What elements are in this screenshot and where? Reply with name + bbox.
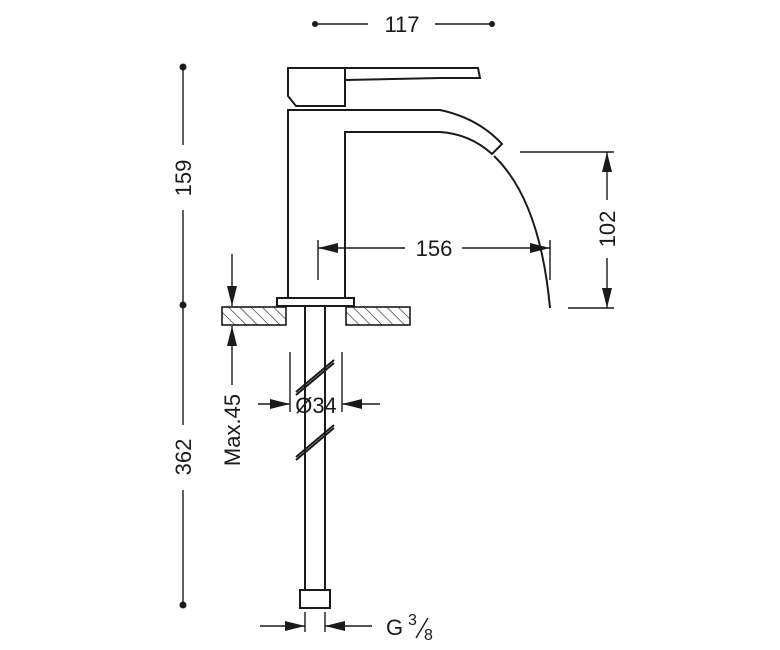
thread-connector [299, 589, 331, 609]
dimension-label-d34: Ø34 [295, 393, 337, 418]
dimension-spout-reach: 156 [317, 236, 551, 280]
faucet-body [287, 109, 504, 299]
dimension-thread: G 3 8 [260, 612, 433, 644]
dimension-spout-height: 102 [520, 151, 620, 309]
faucet-base [276, 297, 355, 307]
dimension-label-156: 156 [416, 236, 453, 261]
dimension-label-max45: Max.45 [220, 394, 245, 466]
dimension-label-159: 159 [171, 160, 196, 197]
dimension-label-117: 117 [384, 12, 419, 37]
faucet-handle [287, 67, 482, 107]
dimension-label-thread: G [386, 615, 403, 640]
dimension-hole-diameter: Ø34 [258, 352, 380, 418]
countertop-section [221, 306, 411, 326]
dimension-label-thread-denominator: 8 [424, 627, 433, 644]
dimension-label-thread-numerator: 3 [408, 612, 417, 629]
dimension-label-102: 102 [595, 211, 620, 248]
dimension-height-upper: 159 [171, 63, 196, 309]
dimension-max-thickness: Max.45 [220, 254, 245, 466]
dimension-height-lower: 362 [171, 305, 196, 609]
supply-tubes [295, 306, 335, 590]
dimension-width-top: 117 [312, 12, 495, 37]
dimension-label-362: 362 [171, 439, 196, 476]
water-stream [493, 155, 551, 309]
